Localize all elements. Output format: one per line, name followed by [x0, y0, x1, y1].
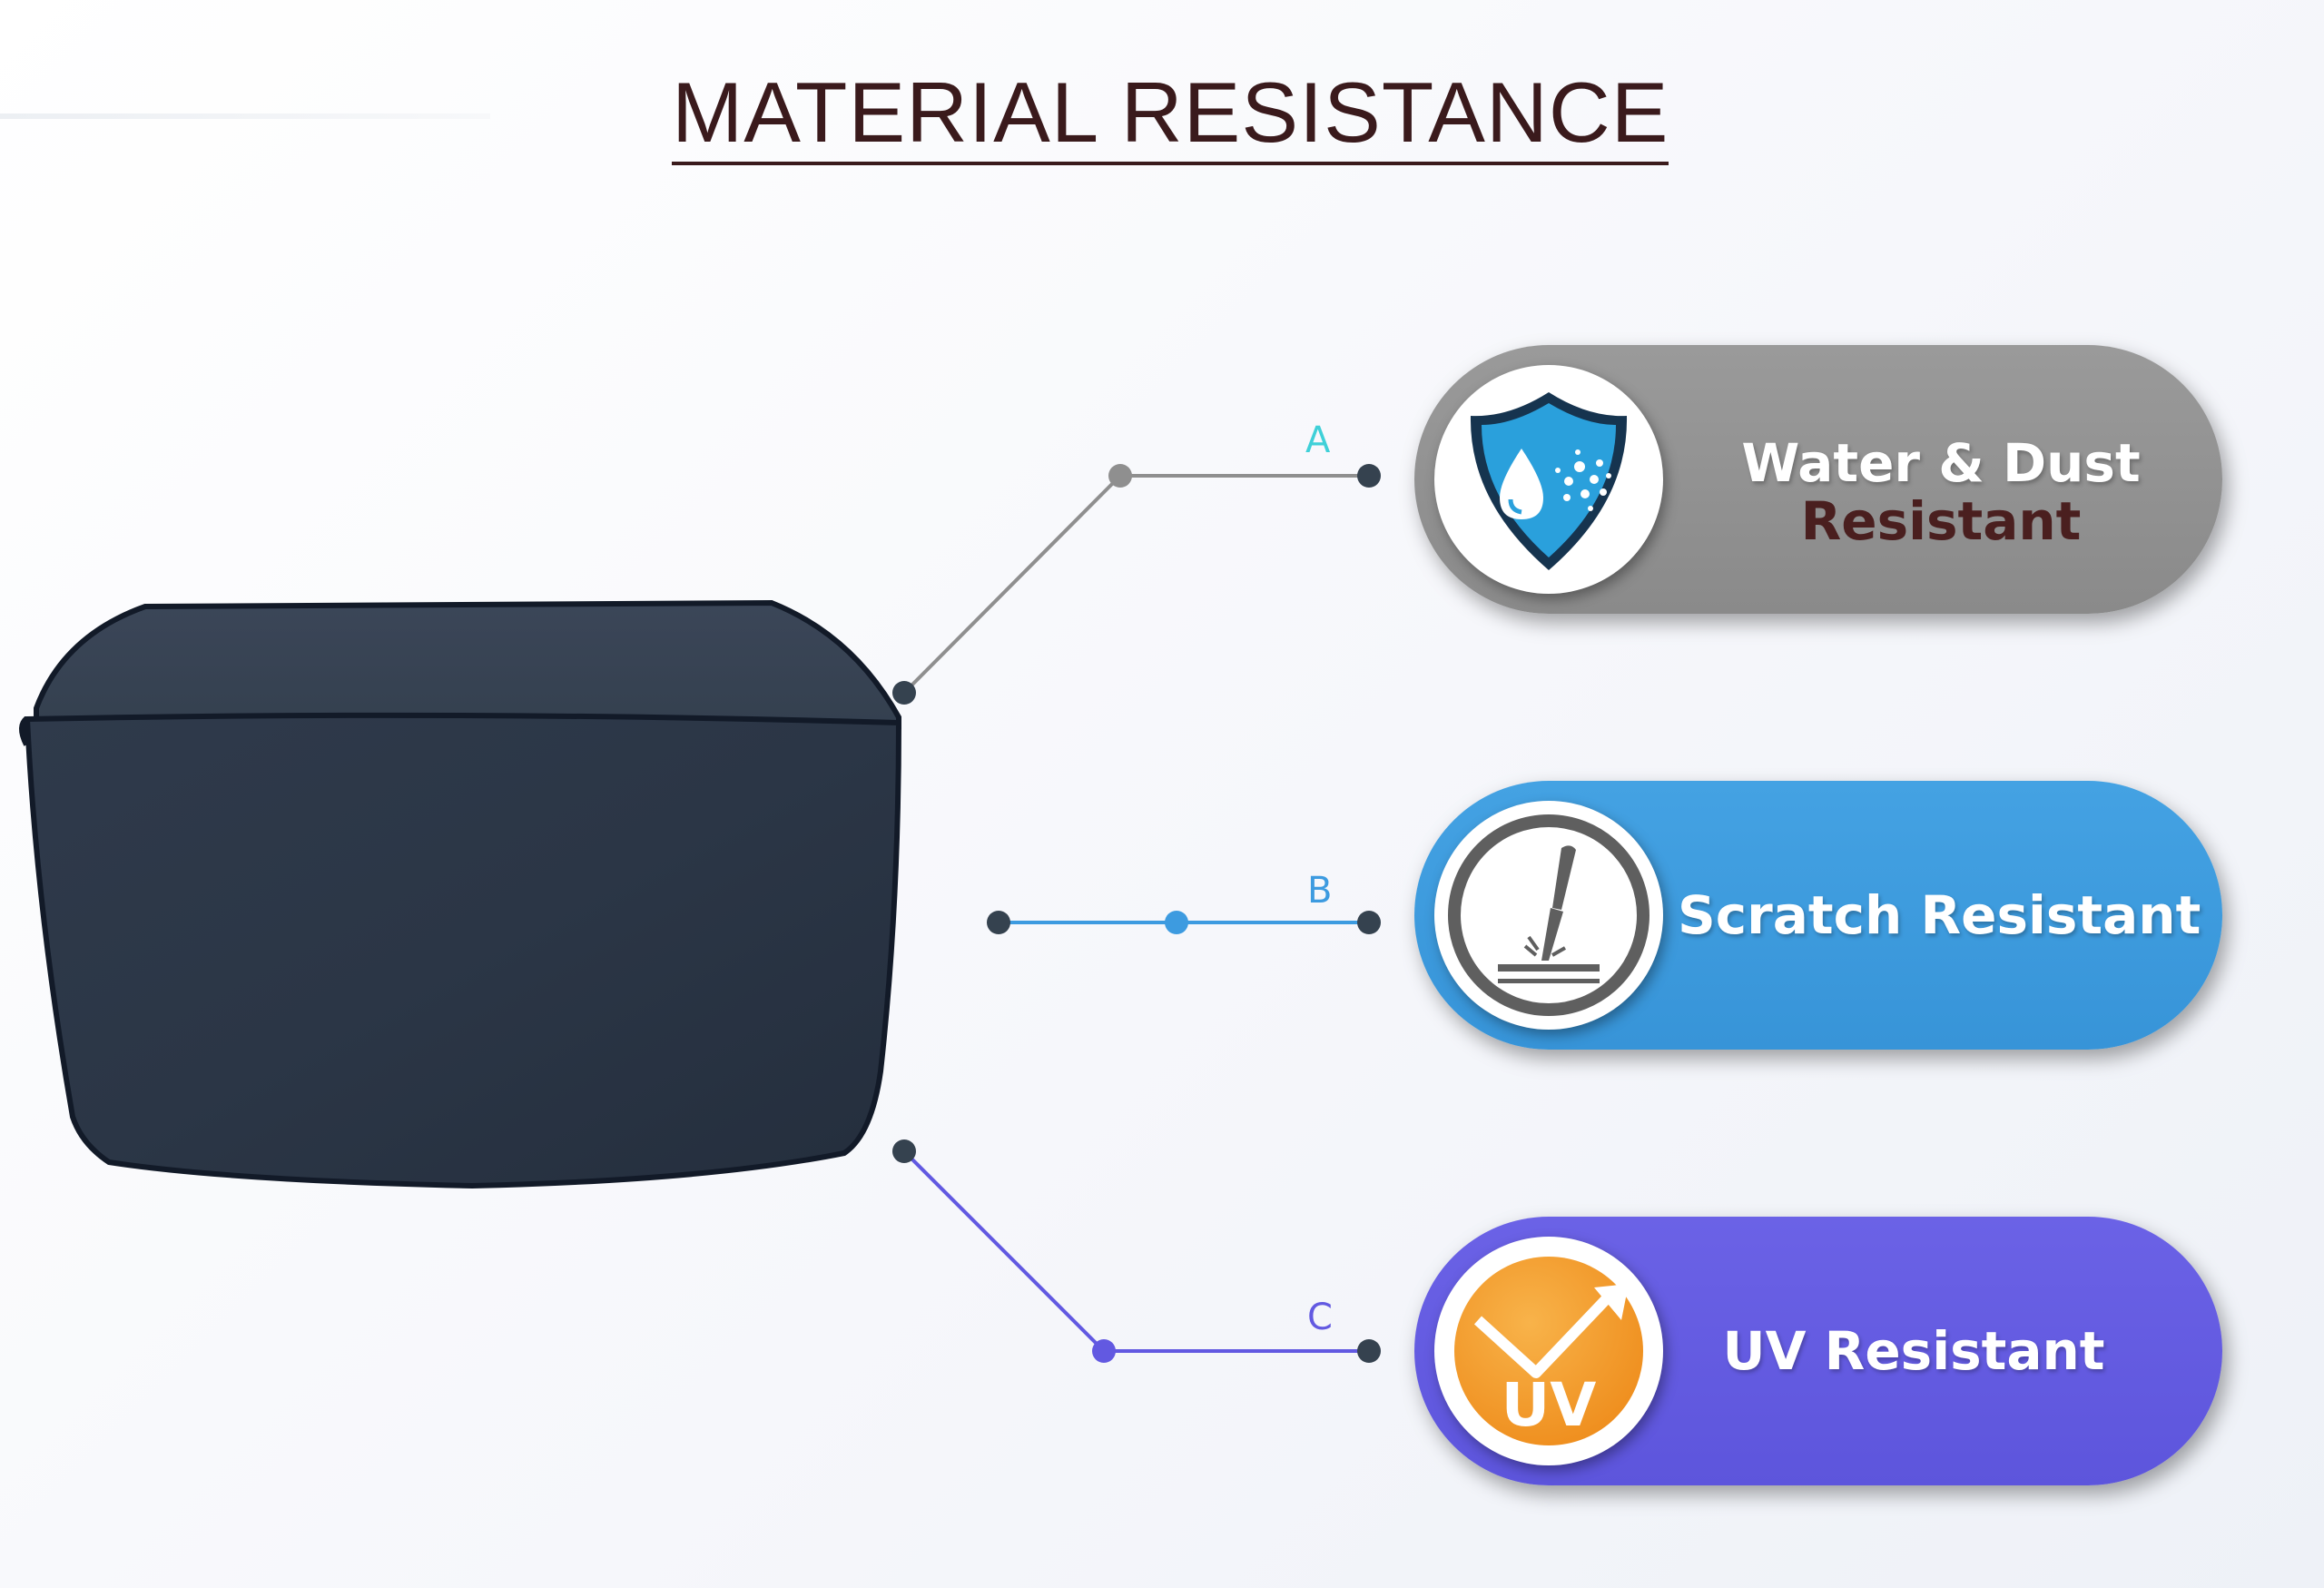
scratch-badge — [1434, 801, 1663, 1030]
scratch-tool-icon — [1448, 814, 1649, 1016]
uv-arrow-icon: UV — [1454, 1257, 1643, 1445]
water-dust-badge — [1434, 365, 1663, 594]
feature-pill-scratch: Scratch Resistant — [1414, 781, 2222, 1050]
feature-label-line1: Water & Dust — [1741, 432, 2141, 494]
feature-label-line2: Resistant — [1800, 490, 2082, 552]
water-dust-shield-icon — [1470, 392, 1628, 570]
page-title: MATERIAL RESISTANCE — [672, 64, 1669, 166]
connector-dot-c-0 — [892, 1139, 916, 1163]
callout-letter-b: B — [1307, 870, 1333, 912]
connector-dot-a-0 — [892, 681, 916, 705]
connector-dot-b-1 — [1165, 911, 1188, 934]
connector-dot-c-1 — [1092, 1339, 1116, 1363]
connector-line-a — [902, 474, 1369, 695]
callout-letter-c: C — [1307, 1297, 1333, 1338]
connector-dot-b-2 — [1357, 911, 1381, 934]
connector-dot-a-2 — [1357, 464, 1381, 488]
connector-dot-c-2 — [1357, 1339, 1381, 1363]
callout-letter-a: A — [1305, 419, 1331, 461]
connector-dot-a-1 — [1108, 464, 1132, 488]
feature-pill-uv: UV UV Resistant — [1414, 1217, 2222, 1485]
feature-label: Scratch Resistant — [1678, 884, 2201, 946]
connector-dot-b-0 — [987, 911, 1010, 934]
feature-label: UV Resistant — [1722, 1320, 2105, 1382]
uv-badge: UV — [1434, 1237, 1663, 1465]
connector-line-c — [902, 1149, 1369, 1353]
feature-pill-water-dust: Water & Dust Resistant — [1414, 345, 2222, 614]
uv-icon-text: UV — [1502, 1370, 1597, 1440]
decorative-rule — [0, 113, 490, 119]
